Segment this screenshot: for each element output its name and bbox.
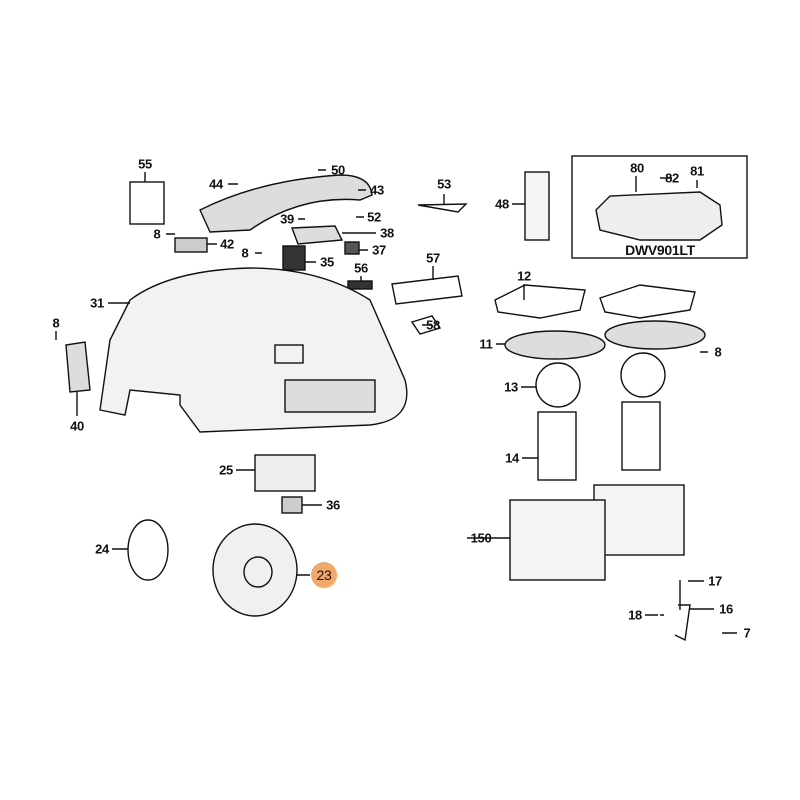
gasket-12b	[599, 284, 696, 319]
housing-window	[274, 344, 304, 364]
battery-tray-part	[595, 191, 723, 241]
filter-150b	[593, 484, 685, 556]
handle-part	[199, 174, 373, 233]
part-label-17[interactable]: 17	[708, 573, 722, 589]
part-label-56[interactable]: 56	[354, 260, 368, 276]
part-label-58[interactable]: 58	[426, 317, 440, 333]
part-label-42[interactable]: 42	[220, 236, 234, 252]
label-58	[410, 315, 442, 335]
label-sheet-55	[129, 181, 165, 225]
part-label-81[interactable]: 81	[690, 163, 704, 179]
part-label-18[interactable]: 18	[628, 607, 642, 623]
part-36	[281, 496, 303, 514]
part-label-82[interactable]: 82	[665, 170, 679, 186]
decal-48	[524, 171, 550, 241]
lid-11b	[604, 320, 706, 350]
part-label-7[interactable]: 7	[743, 625, 751, 641]
lid-11	[504, 330, 606, 360]
part-label-31[interactable]: 31	[90, 295, 104, 311]
cover-38	[291, 225, 344, 245]
part-42	[174, 237, 208, 253]
part-label-35[interactable]: 35	[320, 254, 334, 270]
part-label-36[interactable]: 36	[326, 497, 340, 513]
part-label-8[interactable]: 8	[52, 315, 60, 331]
part-label-37[interactable]: 37	[372, 242, 386, 258]
part-label-150[interactable]: 150	[470, 530, 492, 546]
clip-16	[660, 580, 691, 642]
part-label-44[interactable]: 44	[209, 176, 223, 192]
pcb-25	[254, 454, 316, 492]
part-label-8[interactable]: 8	[153, 226, 161, 242]
part-label-11[interactable]: 11	[479, 336, 493, 352]
cage-14	[537, 411, 577, 481]
part-label-39[interactable]: 39	[280, 211, 294, 227]
ring-24	[127, 519, 169, 581]
part-label-23-highlighted[interactable]: 23	[311, 562, 337, 588]
part-53	[417, 203, 468, 213]
switch-37	[344, 241, 360, 255]
part-label-48[interactable]: 48	[495, 196, 509, 212]
part-label-8[interactable]: 8	[241, 245, 249, 261]
part-56	[347, 280, 373, 290]
motor-hub	[243, 556, 273, 588]
switch-35	[282, 245, 306, 271]
part-label-38[interactable]: 38	[380, 225, 394, 241]
label-57	[391, 275, 463, 305]
part-label-40[interactable]: 40	[70, 418, 84, 434]
part-label-50[interactable]: 50	[331, 162, 345, 178]
part-label-25[interactable]: 25	[219, 462, 233, 478]
part-label-16[interactable]: 16	[719, 601, 733, 617]
part-label-14[interactable]: 14	[505, 450, 519, 466]
model-box-frame	[571, 155, 748, 259]
part-label-80[interactable]: 80	[630, 160, 644, 176]
part-label-13[interactable]: 13	[504, 379, 518, 395]
cage-14b	[621, 401, 661, 471]
leader-lines	[55, 169, 737, 634]
part-label-53[interactable]: 53	[437, 176, 451, 192]
part-label-43[interactable]: 43	[370, 182, 384, 198]
ball-13b	[620, 352, 666, 398]
part-label-24[interactable]: 24	[95, 541, 109, 557]
housing-panel	[284, 379, 376, 413]
motor-23	[212, 523, 298, 617]
gasket-12	[494, 284, 586, 319]
part-label-12[interactable]: 12	[517, 268, 531, 284]
part-label-55[interactable]: 55	[138, 156, 152, 172]
ball-13	[535, 362, 581, 408]
part-label-57[interactable]: 57	[426, 250, 440, 266]
filter-150	[509, 499, 606, 581]
model-label: DWV901LT	[625, 242, 695, 258]
part-label-8[interactable]: 8	[714, 344, 722, 360]
part-label-52[interactable]: 52	[367, 209, 381, 225]
latch-40	[65, 341, 91, 393]
